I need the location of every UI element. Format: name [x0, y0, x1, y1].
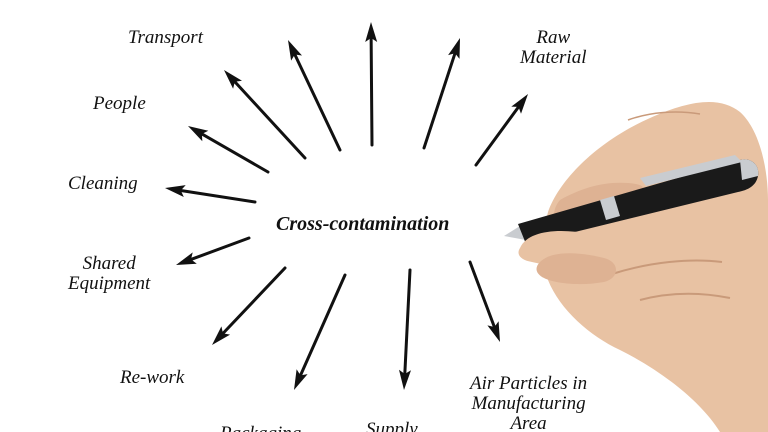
arrow-icon — [468, 260, 500, 342]
arrow-icon — [176, 236, 251, 265]
fingers — [518, 230, 616, 285]
pen-icon — [504, 155, 759, 244]
arrow-icon — [474, 94, 528, 167]
arrow-icon — [224, 70, 307, 160]
arrow-icon — [188, 126, 270, 174]
label-rework: Re-work — [120, 367, 185, 388]
arrow-icon — [212, 266, 287, 345]
arrow-icon — [294, 273, 347, 390]
arrow-icon — [422, 38, 460, 150]
label-people: People — [93, 93, 146, 114]
center-title: Cross-contamination — [276, 213, 450, 235]
label-shared-equipment: Shared Equipment — [68, 253, 151, 294]
arrow-icon — [365, 22, 378, 147]
arrow-icon — [288, 40, 342, 152]
label-transport: Transport — [128, 27, 203, 48]
arrow-icon — [165, 185, 257, 204]
arrow-icon — [399, 268, 412, 390]
label-cleaning: Cleaning — [68, 173, 138, 194]
label-supply: Supply — [366, 419, 418, 432]
label-air-particles: Air Particles in Manufacturing Area — [470, 373, 588, 432]
label-raw-material: Raw Material — [520, 27, 587, 68]
label-packaging: Packaging — [220, 424, 301, 432]
